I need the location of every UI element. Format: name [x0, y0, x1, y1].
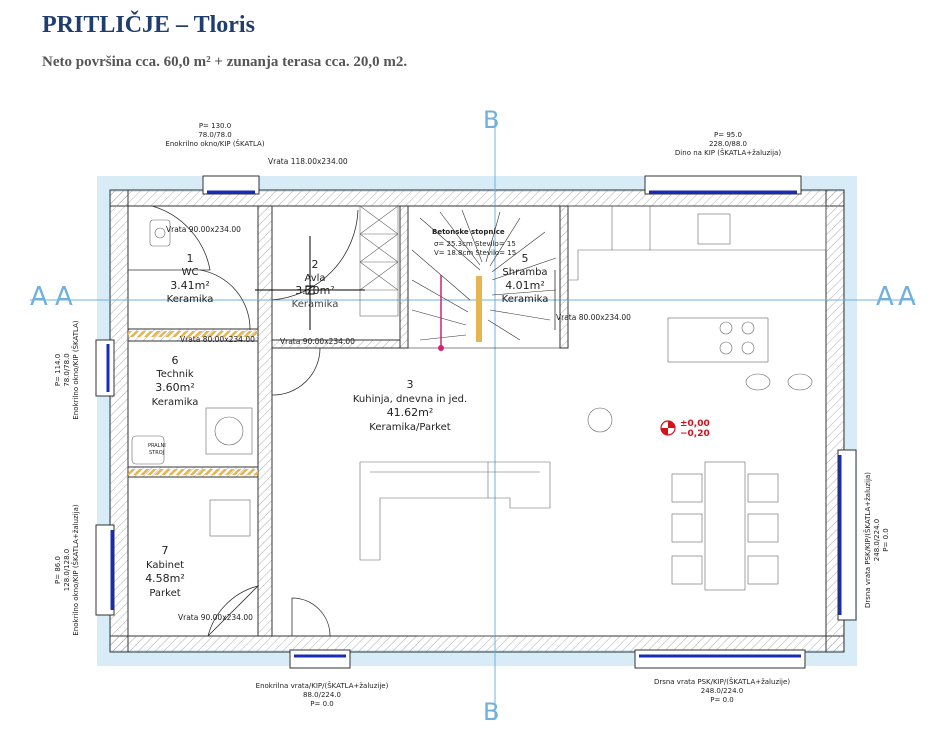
room-7: 7 Kabinet 4.58m² Parket: [145, 544, 185, 599]
svg-text:A: A: [898, 282, 916, 312]
svg-text:A: A: [876, 282, 894, 312]
insulation-strip: [128, 331, 258, 337]
svg-text:41.62m²: 41.62m²: [387, 406, 434, 419]
svg-text:P= 114.0: P= 114.0: [54, 354, 62, 386]
stairs-line2: V= 18.8cm Stevilo= 15: [434, 249, 516, 257]
stair-handrail: [476, 276, 482, 342]
svg-text:Enokrilno okno/KIP (ŠKATLA): Enokrilno okno/KIP (ŠKATLA): [165, 139, 264, 148]
svg-text:6: 6: [172, 354, 179, 367]
svg-text:2: 2: [312, 258, 319, 271]
stairs-title: Betonske stopnice: [432, 228, 505, 236]
svg-text:B: B: [483, 698, 499, 726]
svg-text:128.0/128.0: 128.0/128.0: [63, 549, 71, 591]
svg-text:Keramika: Keramika: [167, 294, 214, 305]
opening-top-right: P= 95.0 228.0/88.0 Dino na KIP (ŠKATLA+ž…: [675, 131, 781, 157]
svg-text:P= 0.0: P= 0.0: [310, 700, 333, 708]
door-label-wc: Vrata 90.00x234.00: [166, 225, 241, 234]
svg-text:Shramba: Shramba: [502, 267, 547, 278]
door-swings: [128, 205, 556, 637]
door-label-kabinet: Vrata 90.00x234.00: [178, 613, 253, 622]
crosshair: [255, 236, 365, 330]
window-glass: [106, 190, 842, 658]
svg-text:1: 1: [187, 252, 194, 265]
svg-text:3: 3: [407, 378, 414, 391]
svg-text:Drsna vrata PSK/KIP/(ŠKATLA+ža: Drsna vrata PSK/KIP/(ŠKATLA+žaluzija): [863, 472, 872, 608]
level-minus: −0,20: [680, 429, 710, 439]
boiler-label: PRALNI: [148, 443, 166, 449]
level-plus: ±0,00: [680, 419, 710, 429]
fixtures: [131, 219, 613, 637]
svg-text:Avla: Avla: [304, 273, 325, 284]
section-lines: [30, 120, 915, 720]
windows: [95, 175, 857, 669]
page-subtitle: Neto površina cca. 60,0 m² + zunanja ter…: [42, 54, 408, 70]
svg-text:P= 130.0: P= 130.0: [199, 122, 231, 130]
opening-bottom-left: Enokrilna vrata/KIP/(ŠKATLA+žaluzije) 88…: [256, 681, 389, 708]
svg-text:3.70m²: 3.70m²: [295, 284, 335, 297]
svg-text:Keramika: Keramika: [152, 397, 199, 408]
page-title: PRITLIČJE – Tloris: [42, 12, 255, 38]
svg-text:4.01m²: 4.01m²: [505, 279, 545, 292]
svg-text:P= 0.0: P= 0.0: [710, 696, 733, 704]
svg-text:228.0/88.0: 228.0/88.0: [709, 140, 747, 148]
room-1: 1 WC 3.41m² Keramika: [167, 252, 214, 305]
sofa: [359, 461, 551, 561]
svg-text:WC: WC: [182, 267, 199, 278]
level-marker: [660, 420, 676, 436]
opening-left-lower: P= 86.0 128.0/128.0 Enokrilno okno/KIP (…: [54, 504, 80, 635]
svg-text:Kuhinja, dnevna in jed.: Kuhinja, dnevna in jed.: [353, 394, 467, 405]
opening-right: Drsna vrata PSK/KIP/(ŠKATLA+žaluzija) 24…: [863, 472, 890, 608]
boiler-label: STROJ: [149, 450, 164, 456]
door-label-technik: Vrata 80.00x234.00: [180, 335, 255, 344]
room-3: 3 Kuhinja, dnevna in jed. 41.62m² Kerami…: [353, 378, 467, 433]
room-2: 2 Avla 3.70m² Keramika: [292, 258, 339, 310]
shelf-unit: [359, 205, 399, 317]
insulation-strip: [128, 469, 258, 475]
kitchen-counter: [568, 205, 827, 391]
opening-bottom-right: Drsna vrata PSK/KIP/(ŠKATLA+žaluzije) 24…: [654, 677, 790, 704]
svg-text:Keramika/Parket: Keramika/Parket: [369, 422, 450, 433]
svg-text:3.60m²: 3.60m²: [155, 381, 195, 394]
svg-text:Enokrilno okno/KIP (ŠKATLA): Enokrilno okno/KIP (ŠKATLA): [71, 320, 80, 419]
svg-text:248.0/224.0: 248.0/224.0: [873, 519, 881, 561]
svg-text:Technik: Technik: [155, 369, 194, 380]
exterior-walls: [109, 189, 845, 653]
svg-text:7: 7: [162, 544, 169, 557]
svg-text:Enokrilna vrata/KIP/(ŠKATLA+ža: Enokrilna vrata/KIP/(ŠKATLA+žaluzije): [256, 681, 389, 690]
stair-direction-dot: [438, 345, 444, 351]
svg-text:Kabinet: Kabinet: [146, 560, 184, 571]
svg-text:Keramika: Keramika: [292, 299, 339, 310]
svg-text:P= 86.0: P= 86.0: [54, 556, 62, 584]
svg-text:Drsna vrata PSK/KIP/(ŠKATLA+ža: Drsna vrata PSK/KIP/(ŠKATLA+žaluzije): [654, 677, 790, 686]
svg-text:Dino na KIP (ŠKATLA+žaluzija): Dino na KIP (ŠKATLA+žaluzija): [675, 148, 781, 157]
svg-text:Keramika: Keramika: [502, 294, 549, 305]
stairs: [407, 205, 561, 349]
section-markers: A A A A B B: [30, 106, 916, 726]
dining-table: [671, 461, 779, 591]
stairs-line1: σ= 25.3cm Stevilo= 15: [434, 240, 516, 248]
svg-text:Parket: Parket: [149, 588, 180, 599]
svg-text:A: A: [55, 282, 73, 312]
door-label-avla: Vrata 90.00x234.00: [280, 337, 355, 346]
svg-text:P= 95.0: P= 95.0: [714, 131, 742, 139]
door-label-shramba: Vrata 80.00x234.00: [556, 313, 631, 322]
opening-top-left: P= 130.0 78.0/78.0 Enokrilno okno/KIP (Š…: [165, 122, 264, 148]
opening-left-upper: P= 114.0 78.0/78.0 Enokrilno okno/KIP (Š…: [54, 320, 80, 419]
svg-text:A: A: [30, 282, 48, 312]
svg-text:3.41m²: 3.41m²: [170, 279, 210, 292]
room-6: 6 Technik 3.60m² Keramika: [152, 354, 199, 408]
svg-text:78.0/78.0: 78.0/78.0: [63, 353, 71, 387]
svg-text:Enokrilno okno/KIP (ŠKATLA+žal: Enokrilno okno/KIP (ŠKATLA+žaluzija): [71, 504, 80, 635]
door-label-entry: Vrata 118.00x234.00: [268, 157, 348, 166]
svg-text:4.58m²: 4.58m²: [145, 572, 185, 585]
svg-text:B: B: [483, 106, 499, 134]
svg-text:248.0/224.0: 248.0/224.0: [701, 687, 743, 695]
svg-text:88.0/224.0: 88.0/224.0: [303, 691, 341, 699]
svg-text:78.0/78.0: 78.0/78.0: [198, 131, 232, 139]
svg-text:P= 0.0: P= 0.0: [882, 528, 890, 551]
room-5: 5 Shramba 4.01m² Keramika: [502, 252, 549, 305]
svg-text:5: 5: [522, 252, 529, 265]
